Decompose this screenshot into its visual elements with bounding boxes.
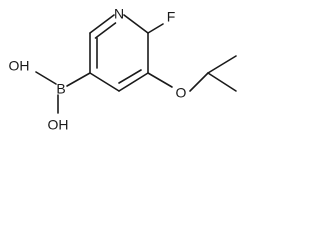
boron-label: B — [56, 81, 65, 97]
bond-c6-n-inner — [94, 22, 117, 39]
bond-ch-methyl-upper — [207, 55, 237, 74]
fluorine-label: F — [167, 9, 176, 25]
pyridine-ring — [89, 14, 149, 92]
bond-n-c2 — [123, 14, 149, 34]
bond-b-oh-upper — [35, 71, 57, 85]
bond-c6-n — [89, 14, 115, 34]
hydroxyl-upper-label: OH — [9, 58, 30, 74]
bond-c4-c5 — [89, 72, 120, 92]
bond-ch-methyl-lower — [207, 72, 237, 92]
bond-o-ch — [189, 72, 209, 92]
chemical-structure: N F O B OH OH — [9, 6, 237, 133]
bond-c3-c4 — [118, 72, 149, 92]
nitrogen-label: N — [114, 6, 124, 22]
ether-oxygen-label: O — [176, 85, 187, 101]
hydroxyl-lower-label: OH — [48, 117, 69, 133]
bond-c2-f — [147, 23, 164, 34]
bond-c3-o — [147, 72, 173, 88]
bond-c3-c4-inner — [118, 69, 142, 84]
bond-c5-b — [66, 72, 91, 87]
